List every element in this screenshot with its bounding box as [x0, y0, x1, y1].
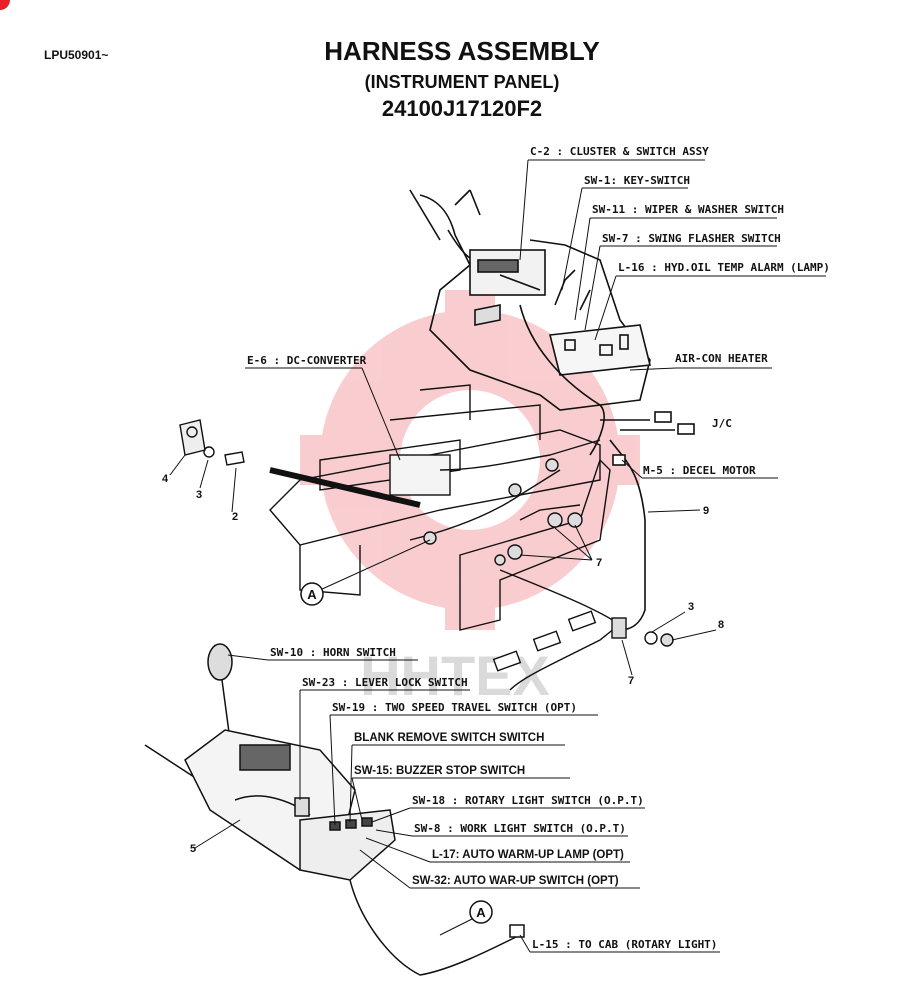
- page-title: HARNESS ASSEMBLY: [324, 36, 600, 66]
- label-rotary-light-switch: SW-18 : ROTARY LIGHT SWITCH (O.P.T): [412, 794, 644, 807]
- callout-3-right: 3: [688, 601, 694, 613]
- callout-4: 4: [162, 473, 169, 485]
- label-dc-converter: E-6 : DC-CONVERTER: [247, 354, 367, 367]
- callout-5: 5: [190, 843, 196, 855]
- callout-7-lower: 7: [628, 675, 634, 687]
- label-junction-connector: J/C: [712, 417, 732, 430]
- page-subtitle: (INSTRUMENT PANEL): [364, 72, 560, 92]
- middle-frame-drawing: [179, 384, 674, 691]
- label-to-cab-rotary-light: L-15 : TO CAB (ROTARY LIGHT): [532, 938, 717, 951]
- label-air-con-heater: AIR-CON HEATER: [675, 352, 768, 365]
- label-work-light-switch: SW-8 : WORK LIGHT SWITCH (O.P.T): [414, 822, 626, 835]
- label-lever-lock-switch: SW-23 : LEVER LOCK SWITCH: [302, 676, 468, 689]
- callout-8: 8: [718, 619, 724, 631]
- label-cluster-switch-assy: C-2 : CLUSTER & SWITCH ASSY: [530, 145, 709, 158]
- corner-marker: [0, 0, 10, 10]
- svg-text:A: A: [476, 905, 486, 920]
- svg-text:A: A: [307, 587, 317, 602]
- label-horn-switch: SW-10 : HORN SWITCH: [270, 646, 396, 659]
- label-swing-flasher-switch: SW-7 : SWING FLASHER SWITCH: [602, 232, 781, 245]
- label-two-speed-travel-switch: SW-19 : TWO SPEED TRAVEL SWITCH (OPT): [332, 701, 577, 714]
- label-buzzer-stop-switch: SW-15: BUZZER STOP SWITCH: [354, 765, 525, 777]
- watermark-text: HHTEX: [360, 644, 550, 707]
- callout-2: 2: [232, 511, 238, 523]
- label-key-switch: SW-1: KEY-SWITCH: [584, 174, 690, 187]
- part-number: 24100J17120F2: [381, 96, 543, 121]
- label-blank-remove-switch: BLANK REMOVE SWITCH SWITCH: [354, 732, 544, 744]
- label-decel-motor: M-5 : DECEL MOTOR: [643, 464, 756, 477]
- leader-lines: [169, 159, 826, 953]
- reference-circle-a-bottom: A: [469, 900, 493, 924]
- lower-console-drawing: [144, 643, 525, 976]
- callout-9: 9: [703, 505, 709, 517]
- callout-3-left: 3: [196, 489, 202, 501]
- reference-circle-a-top: A: [300, 582, 324, 606]
- label-hyd-oil-temp-alarm: L-16 : HYD.OIL TEMP ALARM (LAMP): [618, 261, 830, 274]
- label-auto-warm-up-switch: SW-32: AUTO WAR-UP SWITCH (OPT): [412, 875, 619, 887]
- document-code: LPU50901~: [44, 48, 109, 62]
- upper-console-drawing: [409, 189, 695, 631]
- label-wiper-washer-switch: SW-11 : WIPER & WASHER SWITCH: [592, 203, 784, 216]
- callout-7-upper: 7: [596, 557, 602, 569]
- label-auto-warm-up-lamp: L-17: AUTO WARM-UP LAMP (OPT): [432, 849, 624, 861]
